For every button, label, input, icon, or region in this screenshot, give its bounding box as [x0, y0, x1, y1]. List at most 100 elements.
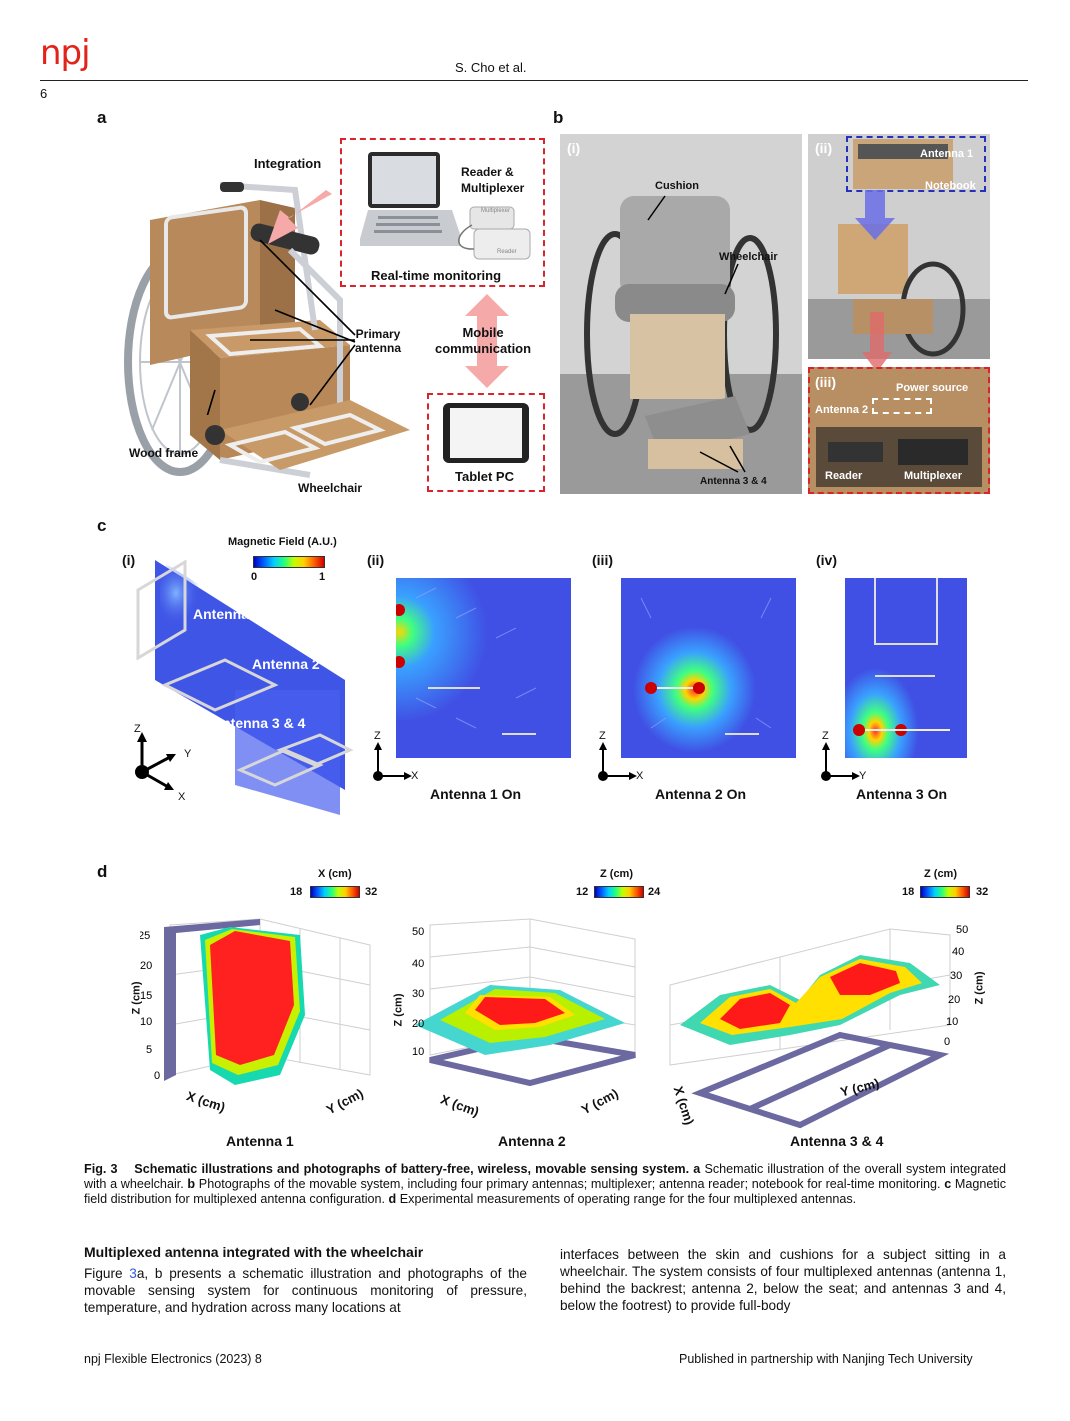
- caption-fig-number: Fig. 3: [84, 1162, 118, 1176]
- antenna2-highlight: [872, 398, 932, 414]
- reader-photo-label: Reader: [825, 470, 863, 482]
- plot2-colorbar: [594, 886, 644, 898]
- axis-x-label: X: [178, 791, 186, 803]
- power-source-label: Power source: [896, 382, 969, 394]
- magnetic-field-title: Magnetic Field (A.U.): [228, 536, 337, 548]
- field-3d-model: [136, 560, 354, 815]
- journal-logo: npj: [40, 33, 91, 73]
- antenna2-photo-label: Antenna 2: [815, 404, 869, 416]
- plot1-zlabel: Z (cm): [130, 981, 143, 1015]
- caption-d: d: [388, 1192, 397, 1206]
- multiplexer-photo-label: Multiplexer: [904, 470, 963, 482]
- svg-text:50: 50: [412, 926, 424, 938]
- panel-c-iii-label: (iii): [592, 552, 613, 568]
- field-plot-antenna2: [621, 578, 796, 758]
- laptop-icon: [360, 152, 460, 246]
- photo-wheelchair-front: [560, 134, 802, 494]
- body-col2-text: interfaces between the skin and cushions…: [560, 1247, 1006, 1313]
- primary-antenna-leaders: [206, 239, 356, 415]
- realtime-monitoring-box: [340, 138, 545, 287]
- antenna1-notebook-box: [846, 136, 986, 192]
- magnetic-field-colorbar: [253, 556, 325, 568]
- field-plot-antenna3: [845, 578, 967, 758]
- caption-d-text: Experimental measurements of operating r…: [396, 1192, 857, 1206]
- caption-c: c: [944, 1177, 952, 1191]
- svg-text:50: 50: [956, 924, 968, 936]
- photo-wheelchair-label: Wheelchair: [719, 251, 778, 263]
- wheelchair-label: Wheelchair: [298, 481, 363, 495]
- red-down-arrow: [862, 312, 892, 372]
- antenna1-on-label: Antenna 1 On: [430, 786, 522, 802]
- plot-iii-z: Z: [599, 730, 606, 742]
- svg-text:0: 0: [154, 1070, 160, 1082]
- svg-text:0: 0: [944, 1036, 950, 1048]
- svg-text:15: 15: [140, 990, 152, 1002]
- axis-z-label: Z: [134, 723, 141, 735]
- plot3-colorbar-title: Z (cm): [924, 868, 957, 880]
- xyz-axes-icon: [135, 732, 176, 790]
- xz-axes-icon-1: [373, 742, 412, 781]
- plot2-3d-surface: 50 40 30 20 10: [412, 918, 636, 1087]
- wheelchair-illustration: [124, 182, 410, 478]
- antenna3-on-label: Antenna 3 On: [856, 786, 948, 802]
- primary-antenna-label: Primary antenna: [355, 327, 402, 355]
- body-column-2: interfaces between the skin and cushions…: [560, 1246, 1006, 1314]
- footer-journal: npj Flexible Electronics (2023) 8: [84, 1352, 262, 1366]
- svg-text:40: 40: [412, 958, 424, 970]
- footer-publisher: Published in partnership with Nanjing Te…: [679, 1352, 973, 1366]
- cushion-label: Cushion: [655, 180, 699, 192]
- panel-b-iii-label: (iii): [815, 374, 836, 390]
- notebook-label: Notebook: [925, 180, 976, 192]
- plot1-title: Antenna 1: [226, 1133, 294, 1149]
- panel-c-iv-label: (iv): [816, 552, 837, 568]
- wood-frame-label: Wood frame: [129, 446, 199, 460]
- plot3-cb-max: 32: [976, 886, 989, 898]
- panel-b-letter: b: [553, 108, 564, 127]
- plot-iv-y: Y: [859, 770, 867, 782]
- plot-iv-z: Z: [822, 730, 829, 742]
- field-antenna2-label: Antenna 2: [252, 656, 320, 672]
- antenna34-photo-label: Antenna 3 & 4: [700, 476, 767, 487]
- panel-b-i-label: (i): [567, 140, 581, 156]
- panel-a-letter: a: [97, 108, 107, 127]
- seat-box-frame: [808, 367, 990, 494]
- body-col1-rest: a, b presents a schematic illustration a…: [84, 1266, 527, 1315]
- tablet-label: Tablet PC: [455, 469, 514, 484]
- svg-text:5: 5: [146, 1044, 152, 1056]
- svg-text:10: 10: [946, 1016, 958, 1028]
- figure-3-link[interactable]: 3: [129, 1266, 137, 1281]
- device-label-multiplexer: Multiplexer: [481, 208, 511, 214]
- svg-text:20: 20: [412, 1018, 424, 1030]
- svg-text:10: 10: [140, 1016, 152, 1028]
- plot2-cb-min: 12: [576, 886, 589, 898]
- colorbar-min: 0: [251, 571, 258, 583]
- photo-wheelchair-back: [808, 134, 990, 359]
- photo-seat-box: [808, 367, 990, 494]
- page-number: 6: [40, 86, 48, 101]
- header-rule: [40, 80, 1028, 81]
- svg-text:30: 30: [950, 970, 962, 982]
- caption-a: a: [693, 1162, 701, 1176]
- mobile-communication-label: Mobile communication: [435, 325, 532, 356]
- section-title: Multiplexed antenna integrated with the …: [84, 1244, 424, 1260]
- caption-a-text: Schematic illustration of the overall sy…: [84, 1162, 1007, 1191]
- yz-axes-icon: [821, 742, 860, 781]
- axis-y-label: Y: [184, 748, 192, 760]
- field-antenna1-label: Antenna 1: [193, 606, 261, 622]
- plot-iii-x: X: [636, 770, 644, 782]
- reader-multiplexer-label: Reader & Multiplexer: [461, 165, 525, 195]
- svg-text:10: 10: [412, 1046, 424, 1058]
- panel-b-ii-label: (ii): [815, 140, 833, 156]
- antenna1-photo-label: Antenna 1: [920, 148, 974, 160]
- svg-text:20: 20: [948, 994, 960, 1006]
- plot2-title: Antenna 2: [498, 1133, 566, 1149]
- caption-b-text: Photographs of the movable system, inclu…: [195, 1177, 945, 1191]
- svg-text:30: 30: [412, 988, 424, 1000]
- svg-text:25: 25: [140, 930, 150, 942]
- panel-c-letter: c: [97, 516, 107, 535]
- header-author: S. Cho et al.: [455, 60, 527, 75]
- tablet-icon: [443, 403, 529, 463]
- panel-d-letter: d: [97, 862, 108, 881]
